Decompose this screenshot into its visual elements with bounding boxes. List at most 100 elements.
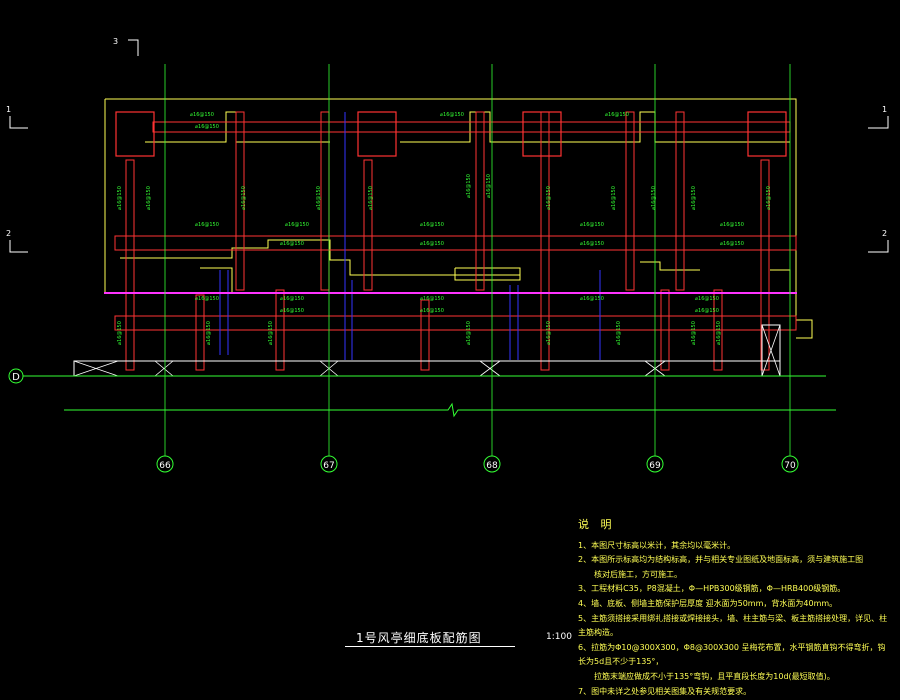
column-box <box>115 111 155 157</box>
note-item: 7、图中未详之处参见相关图集及有关规范要求。 <box>578 686 752 696</box>
end-box-cross <box>761 324 781 377</box>
rebar-label-vertical: ⌀16@150 <box>268 321 274 345</box>
column-box <box>747 111 787 157</box>
rebar-label-vertical: ⌀16@150 <box>611 186 617 210</box>
outline-edge <box>105 98 813 339</box>
note-item: 6、拉筋为Φ10@300X300，Φ8@300X300 呈梅花布置，水平钢筋直钩… <box>578 642 886 667</box>
column-box <box>357 111 397 157</box>
rebar-label-vertical: ⌀16@150 <box>546 186 552 210</box>
rebar-band-vertical <box>195 294 205 371</box>
section-mark-1-right[interactable]: 1 <box>868 105 889 129</box>
section-mark-2-left[interactable]: 2 <box>6 229 28 253</box>
axis-d-label: D <box>12 372 20 383</box>
rebar-label-vertical: ⌀16@150 <box>766 186 772 210</box>
outline-edge <box>120 239 520 276</box>
rebar-band-vertical <box>363 159 373 291</box>
rebar-label-vertical: ⌀16@150 <box>691 321 697 345</box>
section-mark-label: 2 <box>882 229 887 238</box>
rebar-label-vertical: ⌀16@150 <box>466 174 472 198</box>
rebar-label-vertical: ⌀16@150 <box>691 186 697 210</box>
dimension-line <box>64 402 836 418</box>
rebar-band-vertical <box>625 111 635 291</box>
rebar-label-vertical: ⌀16@150 <box>651 186 657 210</box>
axis-bubble-label: 67 <box>323 461 334 471</box>
rebar-band-vertical <box>540 111 550 371</box>
strip-cross <box>479 360 501 377</box>
rebar-band-vertical <box>660 289 670 371</box>
rebar-band-vertical <box>275 289 285 371</box>
section-mark-3-top[interactable]: 3 <box>113 37 139 56</box>
rebar-label-vertical: ⌀16@150 <box>206 321 212 345</box>
axis-bubble-label: 69 <box>649 461 661 471</box>
rebar-label-horizontal: ⌀16@150 <box>580 241 604 247</box>
rebar-label-vertical: ⌀16@150 <box>546 321 552 345</box>
rebar-band-vertical <box>475 111 485 291</box>
rebar-band-vertical <box>125 159 135 371</box>
rebar-label-vertical: ⌀16@150 <box>486 174 492 198</box>
note-item: 核对后施工，方可施工。 <box>594 569 682 579</box>
rebar-label-vertical: ⌀16@150 <box>368 186 374 210</box>
note-item: 2、本图所示标高均为结构标高，并与相关专业图纸及地面标高，须与建筑施工图 <box>578 555 864 565</box>
note-item: 3、工程材料C35，P8混凝土，Φ—HPB300级钢筋，Φ—HRB400级钢筋。 <box>578 584 846 594</box>
rebar-band-horizontal <box>114 315 797 331</box>
section-mark-2-right[interactable]: 2 <box>868 229 889 253</box>
axis-d[interactable]: D <box>8 368 44 384</box>
rebar-band-horizontal <box>152 121 791 133</box>
axis-bubble-label: 70 <box>784 461 796 471</box>
rebar-label-horizontal: ⌀16@150 <box>580 296 604 302</box>
rebar-label-vertical: ⌀16@150 <box>616 321 622 345</box>
rebar-label-horizontal: ⌀16@150 <box>195 124 219 130</box>
rebar-label-vertical: ⌀16@150 <box>117 186 123 210</box>
slab-outline <box>104 98 813 339</box>
rebar-label-horizontal: ⌀16@150 <box>580 222 604 228</box>
note-item: 5、主筋须搭接采用绑扎搭接或焊接接头，墙、柱主筋与梁、板主筋搭接处理，详见、柱主… <box>578 613 888 638</box>
bottom-strip <box>73 360 781 377</box>
axis-bubble <box>646 455 664 473</box>
rebar-label-horizontal: ⌀16@150 <box>190 112 214 118</box>
rebar-band-horizontal <box>114 235 797 251</box>
section-marks: 3 1 1 2 2 <box>6 37 889 253</box>
rebar-label-horizontal: ⌀16@150 <box>280 296 304 302</box>
rebar-label-vertical: ⌀16@150 <box>466 321 472 345</box>
rebar-label-horizontal: ⌀16@150 <box>195 296 219 302</box>
section-mark-label: 1 <box>6 105 11 114</box>
notes-panel: 说 明 1、本图尺寸标高以米计，其余均以毫米计。 2、本图所示标高均为结构标高，… <box>578 518 888 699</box>
rebar-labels: ⌀16@150 ⌀16@150 ⌀16@150 ⌀16@150 ⌀16@150 ⌀16@1… <box>117 112 772 345</box>
rebar-band-vertical <box>420 299 430 371</box>
column-box <box>522 111 562 157</box>
rebar-label-vertical: ⌀16@150 <box>146 186 152 210</box>
outline-edge <box>640 261 700 271</box>
rebar-label-vertical: ⌀16@150 <box>716 321 722 345</box>
outline-edge <box>200 267 233 292</box>
rebar-label-horizontal: ⌀16@150 <box>420 308 444 314</box>
outline-edge <box>454 267 521 281</box>
title-underline <box>345 646 515 647</box>
notes-heading: 说 明 <box>578 518 616 531</box>
section-mark-label: 1 <box>882 105 887 114</box>
axis-bubble <box>483 455 501 473</box>
rebar-label-horizontal: ⌀16@150 <box>420 296 444 302</box>
rebar-label-horizontal: ⌀16@150 <box>285 222 309 228</box>
outline-edge <box>145 111 330 143</box>
rebar-label-horizontal: ⌀16@150 <box>720 222 744 228</box>
rebar-band-vertical <box>320 111 330 291</box>
section-mark-label: 3 <box>113 37 118 46</box>
outline-edge <box>400 111 560 143</box>
rebar-label-horizontal: ⌀16@150 <box>195 222 219 228</box>
axis-bubble-label: 68 <box>486 461 498 471</box>
rebar-label-horizontal: ⌀16@150 <box>695 308 719 314</box>
rebar-label-horizontal: ⌀16@150 <box>440 112 464 118</box>
rebar-label-horizontal: ⌀16@150 <box>605 112 629 118</box>
rebar-band-vertical <box>713 289 723 371</box>
strip-cross <box>73 360 119 377</box>
section-mark-1-left[interactable]: 1 <box>6 105 28 129</box>
rebar-band-vertical <box>235 111 245 291</box>
outline-edge <box>560 111 790 143</box>
rebar-band-vertical <box>760 159 770 371</box>
rebar-label-horizontal: ⌀16@150 <box>280 241 304 247</box>
axis-bubble <box>320 455 338 473</box>
rebar-layout <box>73 111 797 377</box>
